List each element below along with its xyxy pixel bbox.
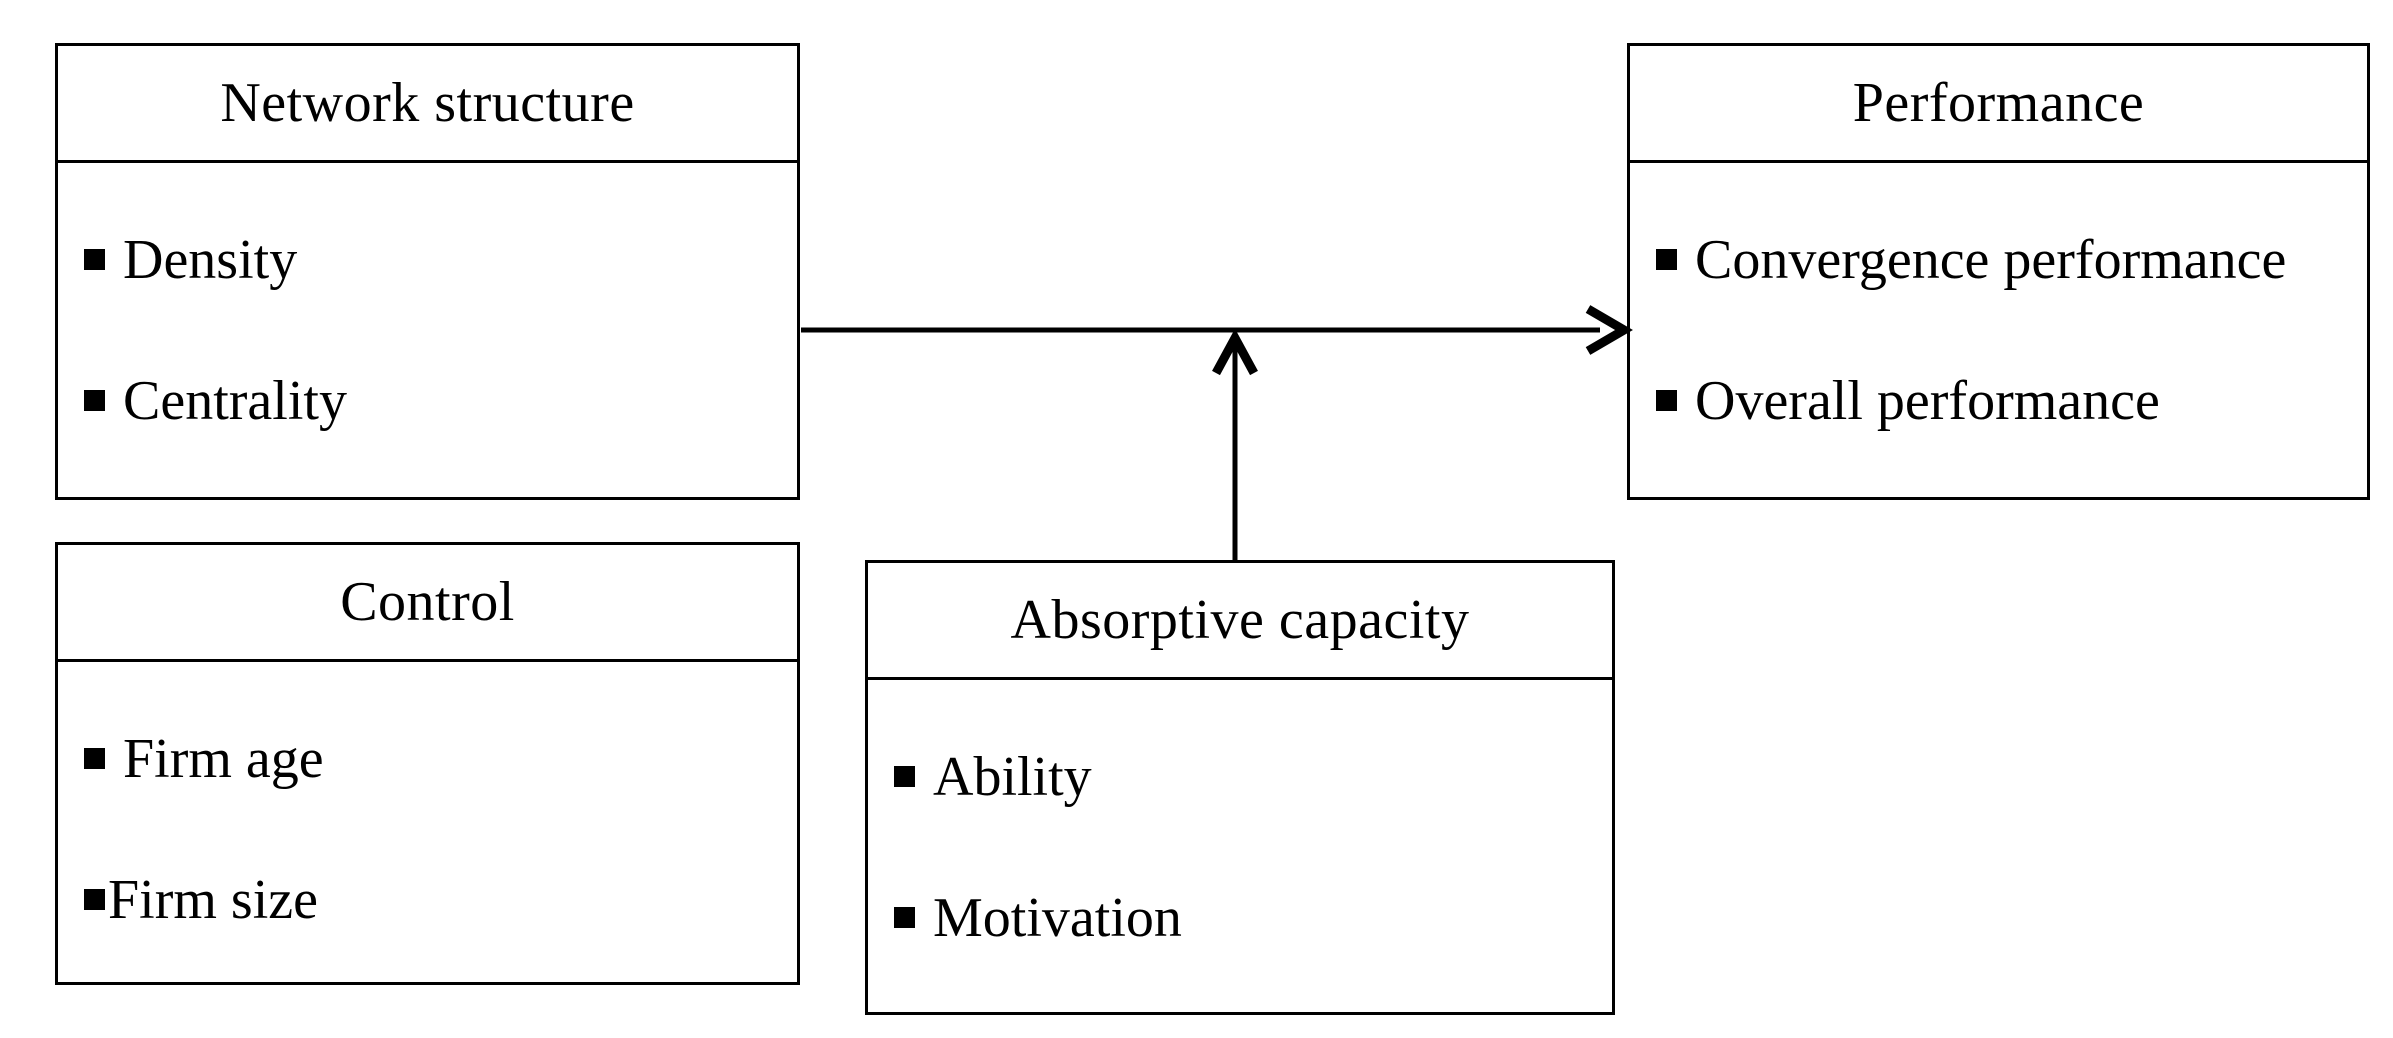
bullet-square-icon [84, 889, 105, 910]
item-label: Motivation [933, 886, 1182, 949]
item-label: Centrality [123, 369, 347, 432]
bullet-square-icon [1656, 249, 1677, 270]
performance-box: Performance Convergence performance Over… [1627, 43, 2370, 500]
list-item: Convergence performance [1656, 223, 2357, 296]
bullet-square-icon [1656, 390, 1677, 411]
control-box: Control Firm age Firm size [55, 542, 800, 985]
control-title: Control [58, 545, 797, 662]
item-label: Ability [933, 745, 1092, 808]
bullet-square-icon [894, 766, 915, 787]
list-item: Motivation [894, 881, 1602, 954]
control-body: Firm age Firm size [58, 662, 797, 936]
network-structure-title: Network structure [58, 46, 797, 163]
list-item: Firm age [84, 722, 787, 795]
absorptive-capacity-body: Ability Motivation [868, 680, 1612, 954]
network-structure-box: Network structure Density Centrality [55, 43, 800, 500]
item-label: Firm size [108, 868, 318, 931]
item-label: Firm age [123, 727, 324, 790]
performance-body: Convergence performance Overall performa… [1630, 163, 2367, 437]
bullet-square-icon [84, 748, 105, 769]
main-effect-arrowhead [1585, 305, 1633, 355]
absorptive-capacity-box: Absorptive capacity Ability Motivation [865, 560, 1615, 1015]
absorptive-capacity-title: Absorptive capacity [868, 563, 1612, 680]
bullet-square-icon [894, 907, 915, 928]
network-structure-body: Density Centrality [58, 163, 797, 437]
item-label: Density [123, 228, 298, 291]
list-item: Density [84, 223, 787, 296]
item-label: Convergence performance [1695, 228, 2287, 291]
performance-title: Performance [1630, 46, 2367, 163]
item-label: Overall performance [1695, 369, 2160, 432]
list-item: Overall performance [1656, 364, 2357, 437]
list-item: Ability [894, 740, 1602, 813]
bullet-square-icon [84, 390, 105, 411]
bullet-square-icon [84, 249, 105, 270]
list-item: Centrality [84, 364, 787, 437]
list-item: Firm size [84, 863, 787, 936]
moderation-arrowhead [1212, 328, 1258, 376]
